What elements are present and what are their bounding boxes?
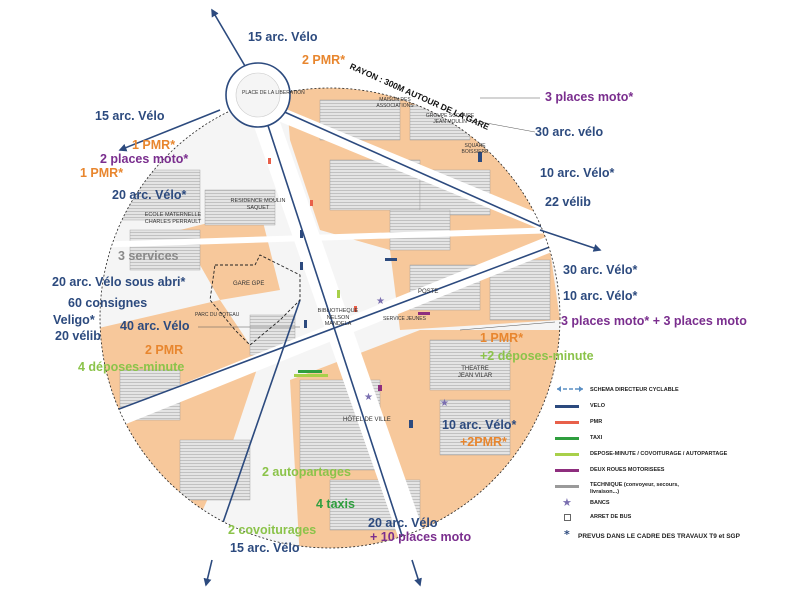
- legend-label-bancs: BANCS: [590, 500, 610, 506]
- legend-label-moto: DEUX ROUES MOTORISEES: [590, 467, 665, 473]
- label-autopartages2: 2 autopartages: [262, 465, 351, 479]
- label-velo15-bottom: 15 arc. Vélo: [230, 541, 300, 555]
- label-velib22: 22 vélib: [545, 195, 591, 209]
- place-label-residence: RESIDENCE MOULIN SAQUET: [230, 198, 286, 211]
- label-velo20: 20 arc. Vélo*: [112, 188, 187, 202]
- legend-swatch-pmr: [555, 421, 579, 424]
- label-pmr1-b: 1 PMR*: [80, 166, 124, 180]
- place-label-poste: POSTE: [418, 289, 439, 295]
- legend-label-velo: VELO: [590, 403, 605, 409]
- place-label-liberation: PLACE DE LA LIBERATION: [242, 90, 305, 96]
- place-label-bibliotheque: BIBLIOTHEQUE NELSON MANDELA: [317, 308, 359, 328]
- svg-text:★: ★: [364, 392, 373, 403]
- svg-text:★: ★: [440, 398, 449, 409]
- legend-label-pmr: PMR: [590, 419, 603, 425]
- legend-swatch-depose: [555, 453, 579, 456]
- legend-label-depose: DEPOSE-MINUTE / COVOITURAGE / AUTOPARTAG…: [590, 451, 728, 457]
- legend-label-prevus: PREVUS DANS LE CADRE DES TRAVAUX T9 et S…: [578, 533, 740, 540]
- place-label-parc: PARC DU COTEAU: [195, 312, 240, 318]
- parking-markers: [237, 108, 482, 428]
- label-pmr1-right: 1 PMR*: [480, 331, 524, 345]
- label-veligo: Veligo*: [53, 313, 95, 327]
- label-velo15-left: 15 arc. Vélo: [95, 109, 165, 123]
- label-velib20: 20 vélib: [55, 329, 101, 343]
- place-label-hotel: HÔTEL DE VILLE: [343, 417, 391, 423]
- place-label-maison: MAISON DES ASSOCIATIONS: [376, 97, 414, 109]
- legend-label-cyclable: SCHEMA DIRECTEUR CYCLABLE: [590, 387, 679, 393]
- place-label-ecole: ECOLE MATERNELLE CHARLES PERRAULT: [144, 212, 202, 225]
- label-taxis4: 4 taxis: [316, 497, 355, 511]
- label-moto2: 2 places moto*: [100, 152, 189, 166]
- leader-lines: [198, 97, 556, 331]
- legend-swatch-taxi: [555, 437, 579, 440]
- label-pmr2-top: 2 PMR*: [302, 53, 346, 67]
- place-label-square: SQUARE BOISSIERE: [461, 143, 489, 155]
- legend-asterisk-icon: *: [564, 528, 570, 541]
- legend-swatch-cyclable: [557, 386, 583, 392]
- label-moto3-right: 3 places moto* + 3 places moto: [561, 314, 747, 328]
- cycle-routes: [100, 94, 560, 548]
- place-label-theatre: THEATRE JEAN VILAR: [457, 366, 493, 380]
- label-velo40: 40 arc. Vélo: [120, 319, 190, 333]
- place-label-groupe: GROUPE SCOLAIRE JEAN MOULIN: [425, 113, 475, 125]
- label-services3: 3 services: [118, 249, 179, 263]
- label-pmr2-bottom: +2PMR*: [460, 435, 507, 449]
- label-deposes2: +2 déposes-minute: [480, 349, 594, 363]
- label-velo30: 30 arc. vélo: [535, 125, 604, 139]
- radius-circle: [99, 87, 561, 549]
- legend-label-technique: TECHNIQUE (convoyeur, secours, livraison…: [590, 482, 679, 496]
- legend-label-bus: ARRET DE BUS: [590, 514, 632, 520]
- svg-text:★: ★: [376, 296, 385, 307]
- label-velo20-bottom: 20 arc. Vélo: [368, 516, 438, 530]
- legend-swatch-moto: [555, 469, 579, 472]
- label-velo10-bottom: 10 arc. Vélo*: [442, 418, 517, 432]
- label-moto3-top: 3 places moto*: [545, 90, 634, 104]
- legend-swatch-velo: [555, 405, 579, 408]
- legend-swatch-technique: [555, 485, 579, 488]
- label-deposes4: 4 déposes-minute: [78, 360, 185, 374]
- legend-star-icon: ★: [562, 496, 572, 509]
- label-pmr1-a: 1 PMR*: [132, 138, 176, 152]
- place-label-gare: GARE GPE: [233, 281, 265, 287]
- legend-label-taxi: TAXI: [590, 435, 603, 441]
- bench-markers: ★ ★ ★: [364, 296, 449, 409]
- label-pmr2: 2 PMR: [145, 343, 184, 357]
- label-moto10: + 10 places moto: [370, 530, 472, 544]
- gare-gpe-outline: [209, 254, 301, 346]
- label-consignes60: 60 consignes: [68, 296, 148, 310]
- label-covoiturages2: 2 covoiturages: [228, 523, 317, 537]
- label-velo15-top: 15 arc. Vélo: [248, 30, 318, 44]
- label-velo10-right2: 10 arc. Vélo*: [563, 289, 638, 303]
- label-velo30-right: 30 arc. Vélo*: [563, 263, 638, 277]
- legend-bus-stop-icon: [564, 514, 571, 521]
- label-velo10-right: 10 arc. Vélo*: [540, 166, 615, 180]
- label-velo20-abri: 20 arc. Vélo sous abri*: [52, 275, 186, 289]
- cycle-route-arrows: [118, 8, 602, 587]
- place-label-service: SERVICE JEUNES: [383, 316, 426, 322]
